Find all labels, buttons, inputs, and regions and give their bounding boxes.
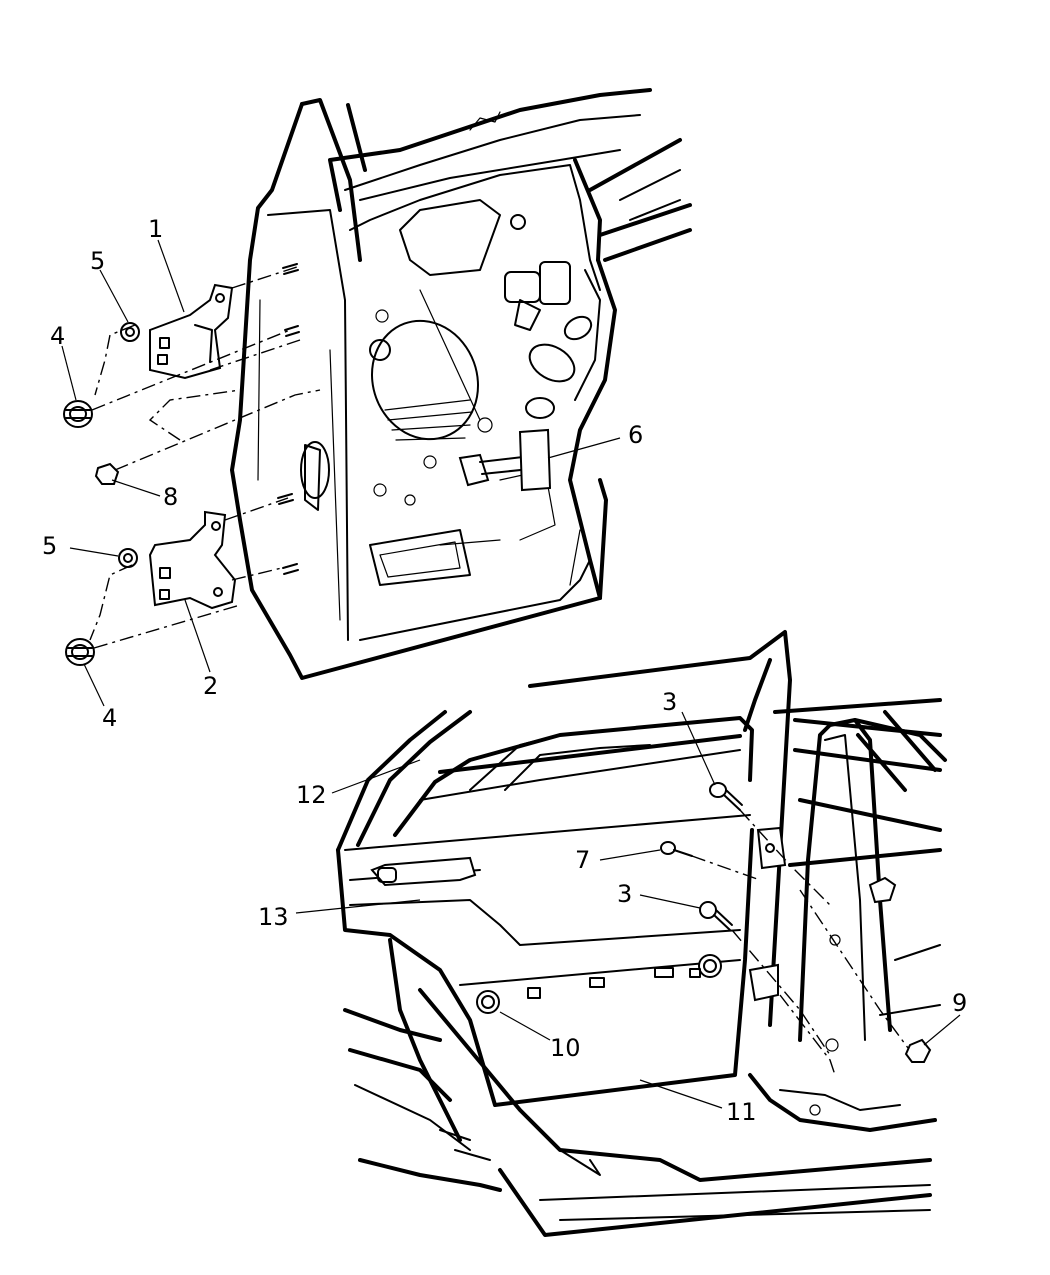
bolt-3-lower xyxy=(699,901,733,931)
callout-11: 11 xyxy=(726,1098,757,1126)
door-inner-panel xyxy=(230,88,692,680)
nut-lower xyxy=(65,638,95,666)
callout-13: 13 xyxy=(258,903,289,931)
washer-lower xyxy=(118,548,138,568)
callout-3-lower: 3 xyxy=(617,880,632,908)
leader-lines xyxy=(61,239,961,1109)
vehicle-body xyxy=(336,630,947,1237)
lower-hinge xyxy=(148,510,237,610)
bolt-7 xyxy=(660,841,693,857)
callout-2: 2 xyxy=(203,672,218,700)
callout-1: 1 xyxy=(148,215,163,243)
bolt-8 xyxy=(94,462,120,485)
upper-hinge xyxy=(149,283,234,380)
callout-5-lower: 5 xyxy=(42,532,57,560)
callout-10: 10 xyxy=(550,1034,581,1062)
bolt-3-upper xyxy=(709,782,743,811)
callout-9: 9 xyxy=(952,989,967,1017)
nut-upper xyxy=(63,400,93,428)
washer-upper xyxy=(120,322,140,342)
assembly-lines-lower xyxy=(691,809,909,1076)
callout-5-upper: 5 xyxy=(90,247,105,275)
callout-4-upper: 4 xyxy=(50,322,65,350)
callout-7: 7 xyxy=(575,846,590,874)
callout-labels: 1 2 3 3 4 4 5 5 6 7 8 9 10 11 12 13 xyxy=(42,215,967,1126)
callout-4-lower: 4 xyxy=(102,704,117,732)
callout-3-upper: 3 xyxy=(662,688,677,716)
bolt-9 xyxy=(904,1038,932,1063)
callout-6: 6 xyxy=(628,421,643,449)
callout-8: 8 xyxy=(163,483,178,511)
callout-12: 12 xyxy=(296,781,327,809)
assembly-lines-upper xyxy=(89,265,321,649)
